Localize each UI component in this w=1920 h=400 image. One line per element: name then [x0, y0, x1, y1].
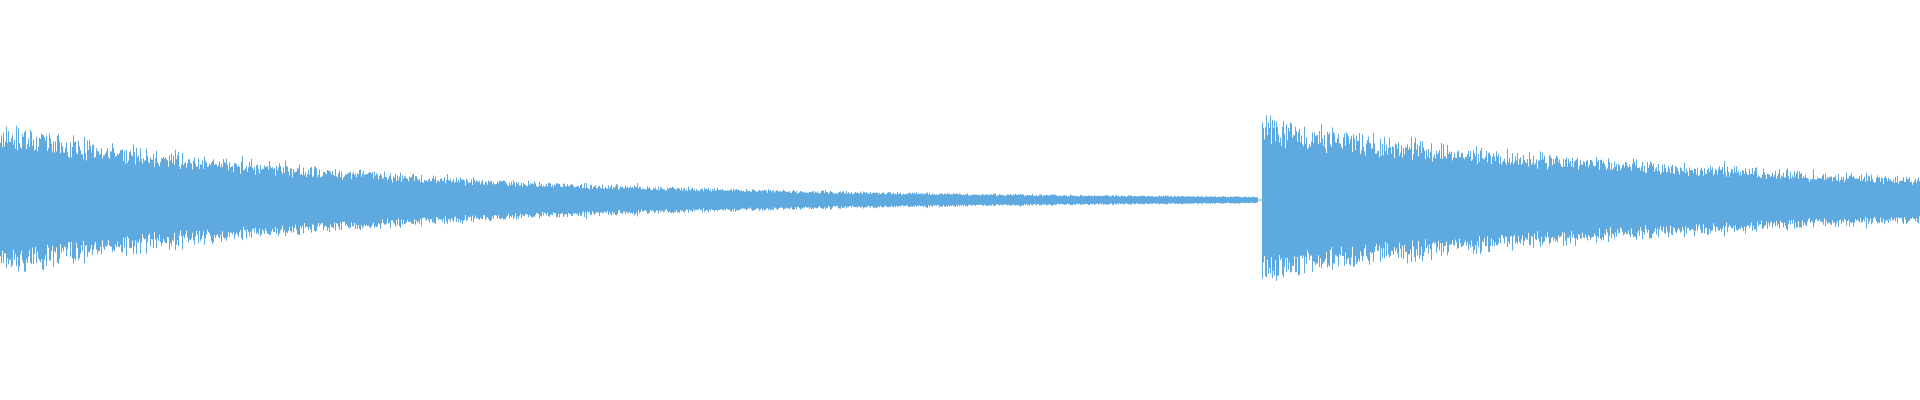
waveform-path: [0, 115, 1920, 281]
waveform-samples: [0, 115, 1920, 281]
